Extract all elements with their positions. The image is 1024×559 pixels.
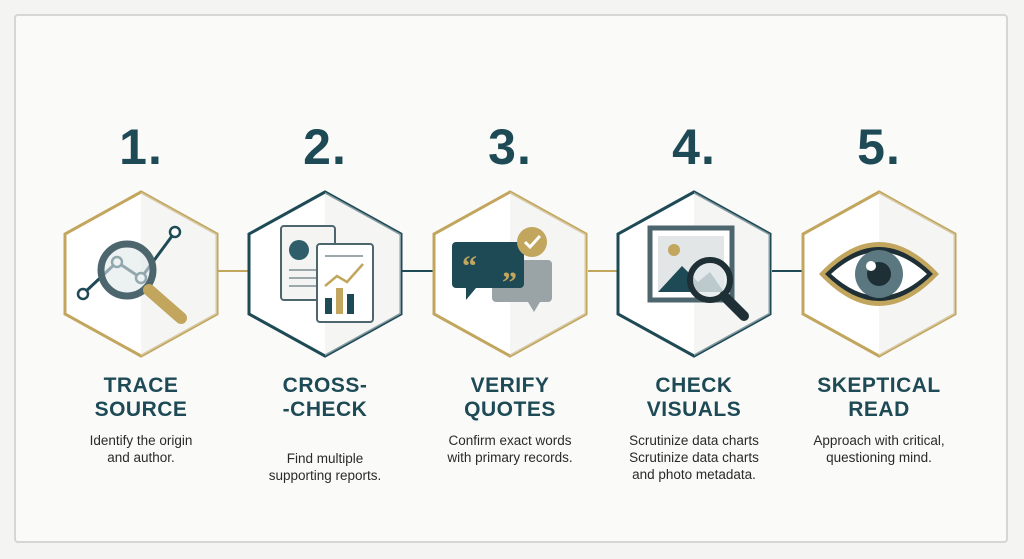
step-description: Approach with critical, questioning mind… bbox=[783, 432, 975, 466]
step-description: Confirm exact words with primary records… bbox=[414, 432, 606, 466]
step-title: CROSS- -CHECK bbox=[233, 374, 417, 422]
step-1: 1. TRACE SOURCE Identify the origin and … bbox=[49, 0, 233, 559]
step-description: Find multiple supporting reports. bbox=[229, 450, 421, 484]
desc-line: Find multiple bbox=[286, 451, 364, 466]
title-line: READ bbox=[848, 398, 910, 421]
step-number: 4. bbox=[672, 119, 716, 175]
hexagon-frame bbox=[63, 190, 219, 358]
title-line: SOURCE bbox=[94, 398, 188, 421]
quote-check-icon: “ ” bbox=[452, 227, 552, 312]
documents-icon bbox=[280, 225, 374, 323]
hexagon-frame bbox=[616, 190, 772, 358]
step-number: 5. bbox=[857, 119, 901, 175]
desc-line: and photo metadata. bbox=[632, 467, 756, 482]
hexagon-frame bbox=[247, 190, 403, 358]
step-4: 4. CHECK VISUALS Scrutinize data charts … bbox=[602, 0, 786, 559]
step-number: 1. bbox=[119, 119, 163, 175]
step-2: 2. CROSS- -CHECK Find multiple supportin… bbox=[233, 0, 417, 559]
step-5: 5. SKEPTICAL READ Approach with critical… bbox=[787, 0, 971, 559]
svg-text:”: ” bbox=[502, 266, 517, 299]
desc-line: Scrutinize data charts bbox=[629, 450, 759, 465]
hexagon-frame bbox=[801, 190, 957, 358]
title-line: QUOTES bbox=[464, 398, 556, 421]
title-line: VISUALS bbox=[646, 398, 742, 421]
desc-line: questioning mind. bbox=[826, 450, 932, 465]
desc-line: and author. bbox=[107, 450, 175, 465]
step-number: 3. bbox=[488, 119, 532, 175]
hexagon-frame: “ ” bbox=[432, 190, 588, 358]
title-line: CHECK bbox=[655, 374, 733, 397]
eye-icon bbox=[819, 242, 939, 306]
title-line: VERIFY bbox=[470, 374, 550, 397]
desc-line: with primary records. bbox=[447, 450, 573, 465]
step-number: 2. bbox=[303, 119, 347, 175]
image-magnifier-icon bbox=[647, 225, 749, 321]
title-line: CROSS- bbox=[282, 374, 368, 397]
desc-line: Identify the origin bbox=[89, 433, 193, 448]
title-line: TRACE bbox=[103, 374, 179, 397]
step-title: VERIFY QUOTES bbox=[418, 374, 602, 422]
desc-line: Approach with critical, bbox=[813, 433, 945, 448]
desc-line: Confirm exact words bbox=[448, 433, 572, 448]
step-title: CHECK VISUALS bbox=[602, 374, 786, 422]
step-title: SKEPTICAL READ bbox=[787, 374, 971, 422]
step-description: Identify the origin and author. bbox=[45, 432, 237, 466]
step-description: Scrutinize data charts Scrutinize data c… bbox=[598, 432, 790, 483]
step-title: TRACE SOURCE bbox=[49, 374, 233, 422]
title-line: -CHECK bbox=[282, 398, 368, 421]
desc-line: supporting reports. bbox=[268, 468, 382, 483]
step-3: 3. “ ” VERIFY QUOTES Confirm exact words… bbox=[418, 0, 602, 559]
title-line: SKEPTICAL bbox=[817, 374, 941, 397]
desc-line: Scrutinize data charts bbox=[629, 433, 759, 448]
svg-text:“: “ bbox=[462, 250, 477, 283]
magnifier-chart-icon bbox=[76, 225, 187, 324]
